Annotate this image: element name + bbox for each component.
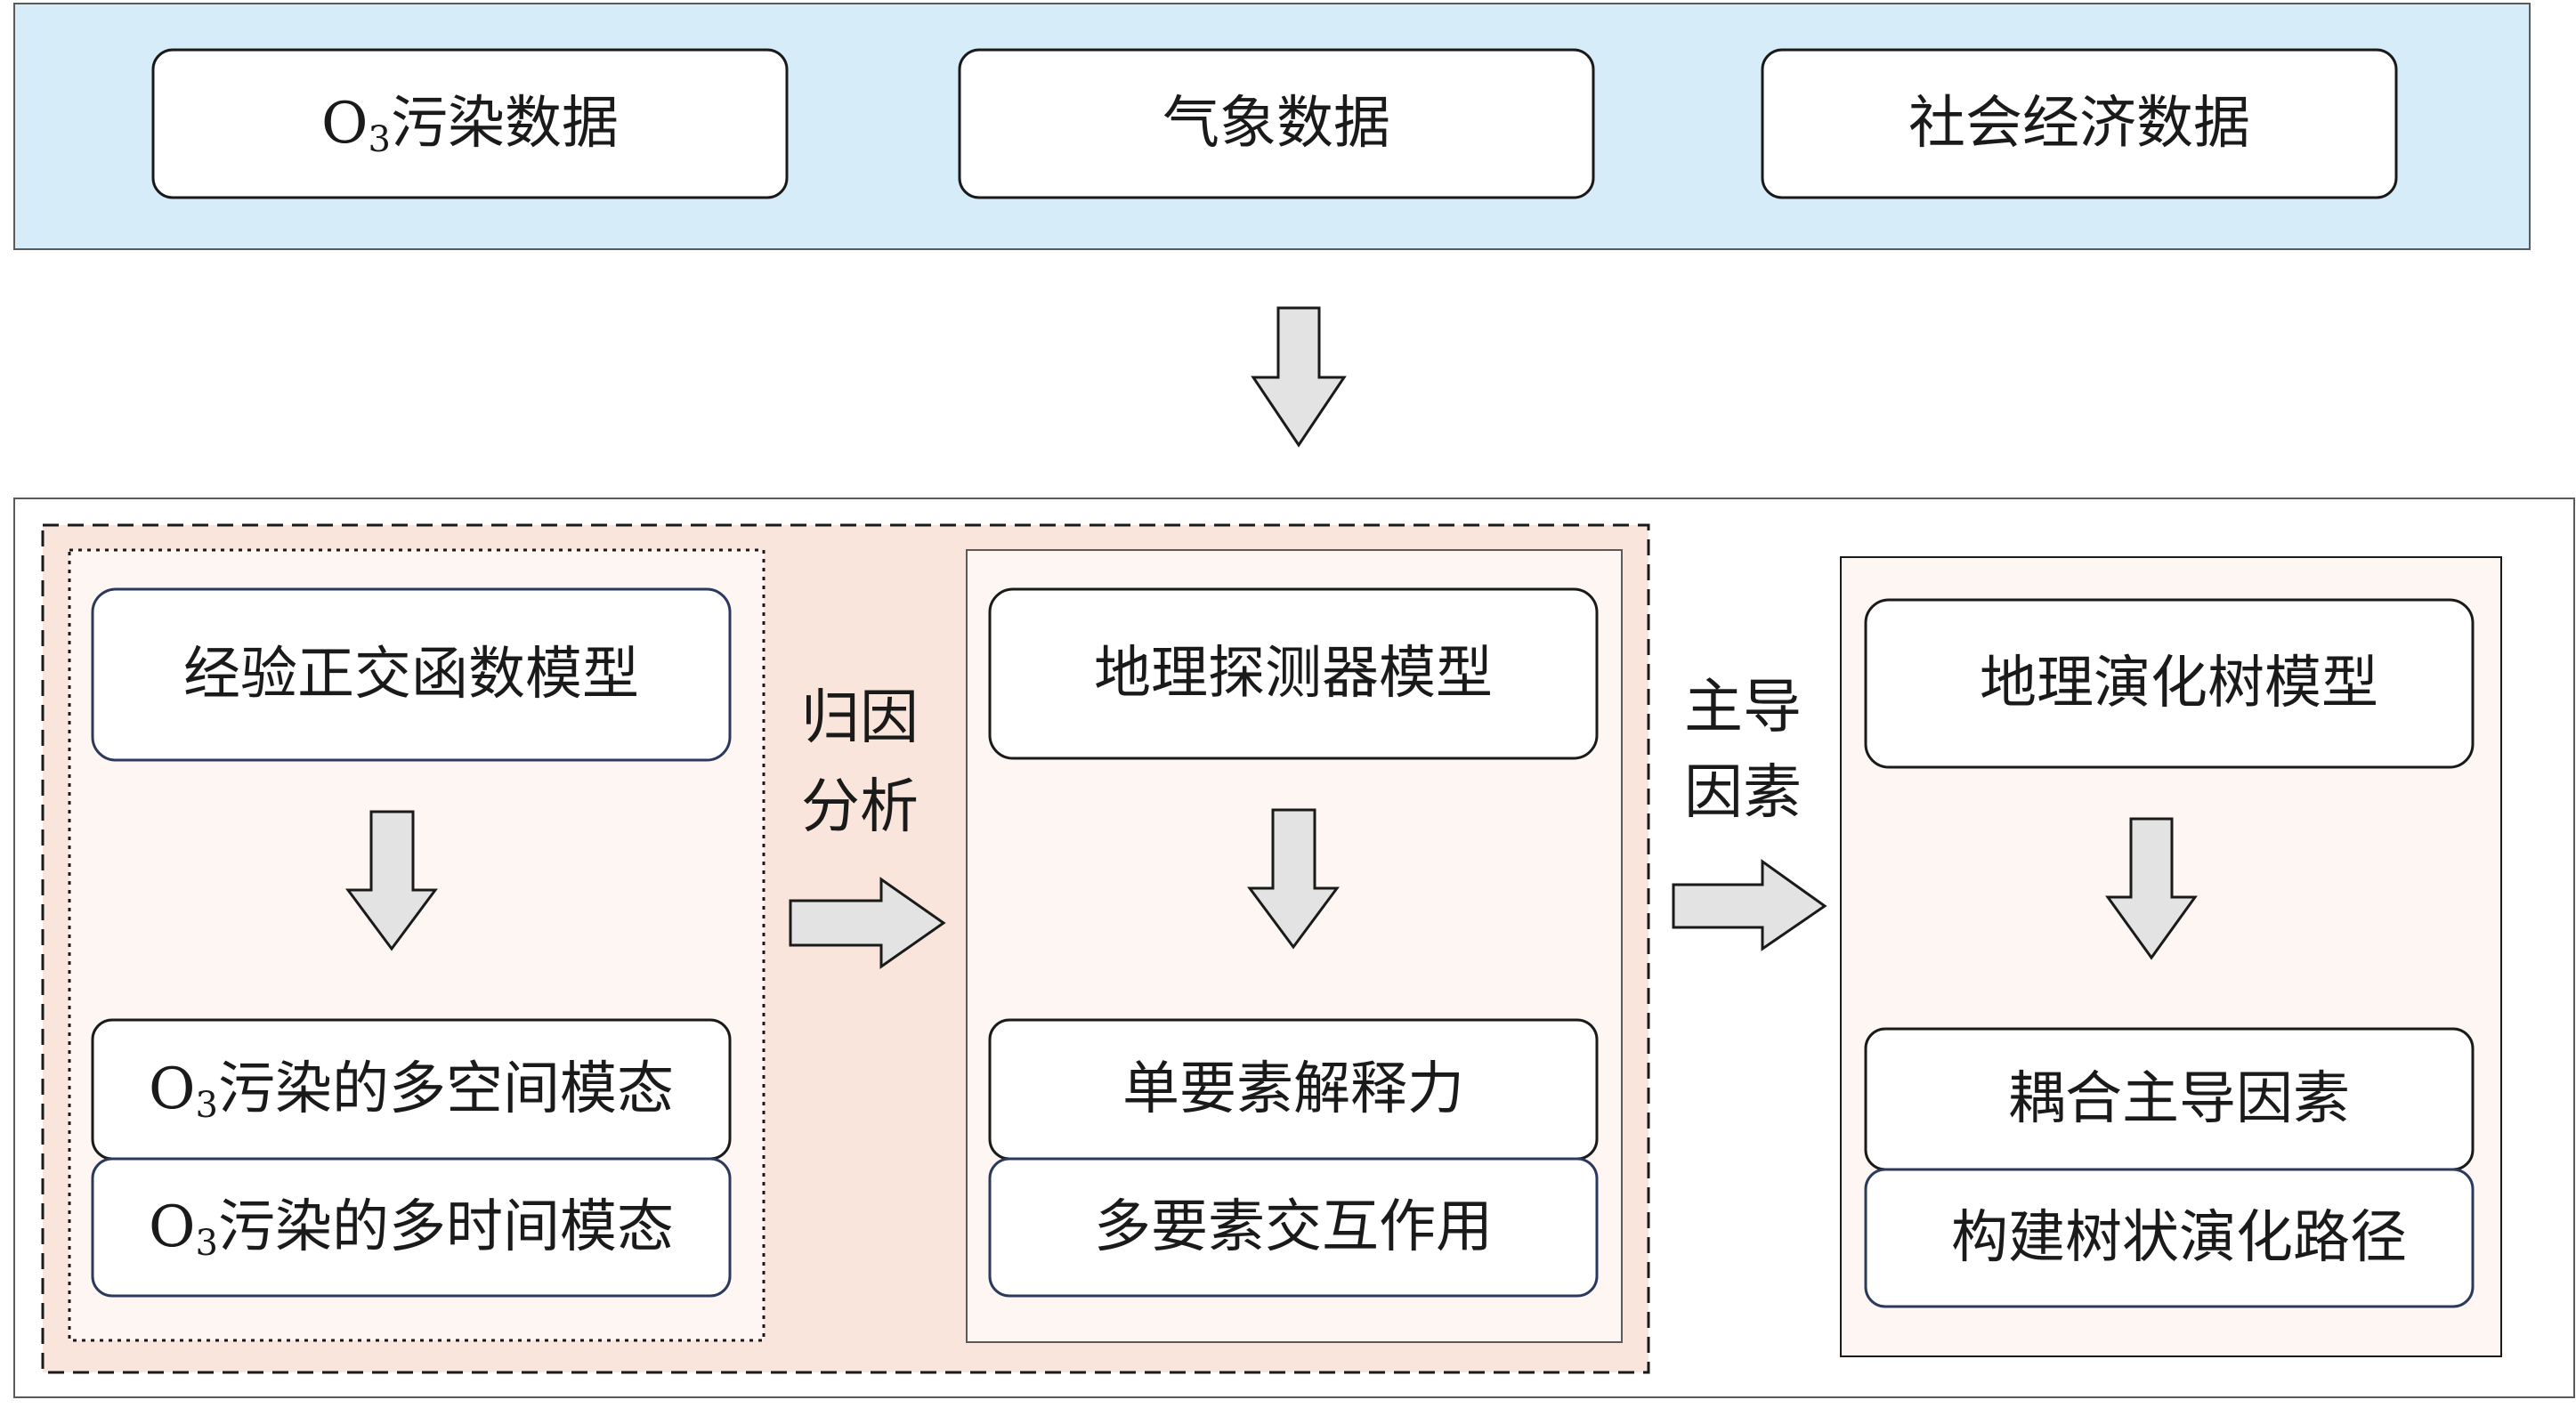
attribution-label-line1: 归因 [801,684,919,752]
eof-down-arrow [345,810,438,951]
svg-text:O3污染的多空间模态: O3污染的多空间模态 [149,1056,674,1126]
interaction-box: 多要素交互作用 [988,1157,1599,1298]
evolution-path-label: 构建树状演化路径 [1951,1205,2407,1271]
temporal-subscript: 3 [196,1223,218,1264]
coupling-factor-label: 耦合主导因素 [2008,1066,2350,1132]
dominant-label-line2: 因素 [1684,758,1802,827]
interaction-label: 多要素交互作用 [1094,1194,1493,1260]
svg-text:O3污染的多时间模态: O3污染的多时间模态 [149,1194,674,1264]
evolution-tree-model-box: 地理演化树模型 [1864,598,2475,769]
eof-model-label: 经验正交函数模型 [183,642,639,708]
dominant-right-arrow [1672,859,1827,951]
spatial-subscript: 3 [196,1085,218,1126]
evolution-path-box: 构建树状演化路径 [1864,1168,2475,1308]
geodetector-down-arrow [1247,808,1340,950]
input-box-ozone: O3污染数据 [151,48,789,199]
main-down-arrow [1251,306,1347,448]
socioeconomic-data-label: 社会经济数据 [1908,91,2250,157]
attribution-right-arrow [789,877,946,969]
spatial-mode-label: 污染的多空间模态 [218,1056,674,1122]
ozone-prefix: O [321,91,368,157]
meteorology-data-label: 气象数据 [1162,91,1390,157]
dominant-label-line1: 主导 [1684,673,1802,741]
geodetector-model-label: 地理探测器模型 [1094,641,1493,707]
evolution-tree-down-arrow [2105,817,2198,960]
attribution-label-line2: 分析 [801,773,919,841]
temporal-mode-label: 污染的多时间模态 [218,1194,674,1260]
eof-model-box: 经验正交函数模型 [91,587,732,762]
coupling-factor-box: 耦合主导因素 [1864,1027,2475,1171]
temporal-prefix: O [149,1194,195,1260]
ozone-subscript: 3 [369,119,391,160]
spatial-mode-box: O3污染的多空间模态 [91,1018,732,1161]
evolution-tree-model-label: 地理演化树模型 [1980,651,2378,716]
single-factor-box: 单要素解释力 [988,1018,1599,1161]
single-factor-label: 单要素解释力 [1122,1056,1464,1122]
geodetector-model-box: 地理探测器模型 [988,587,1599,760]
input-box-socioeconomic: 社会经济数据 [1761,48,2398,199]
svg-text:O3污染数据: O3污染数据 [321,91,619,160]
input-box-meteorology: 气象数据 [958,48,1595,199]
ozone-data-label: 污染数据 [391,91,619,157]
spatial-prefix: O [149,1056,195,1122]
temporal-mode-box: O3污染的多时间模态 [91,1157,732,1298]
